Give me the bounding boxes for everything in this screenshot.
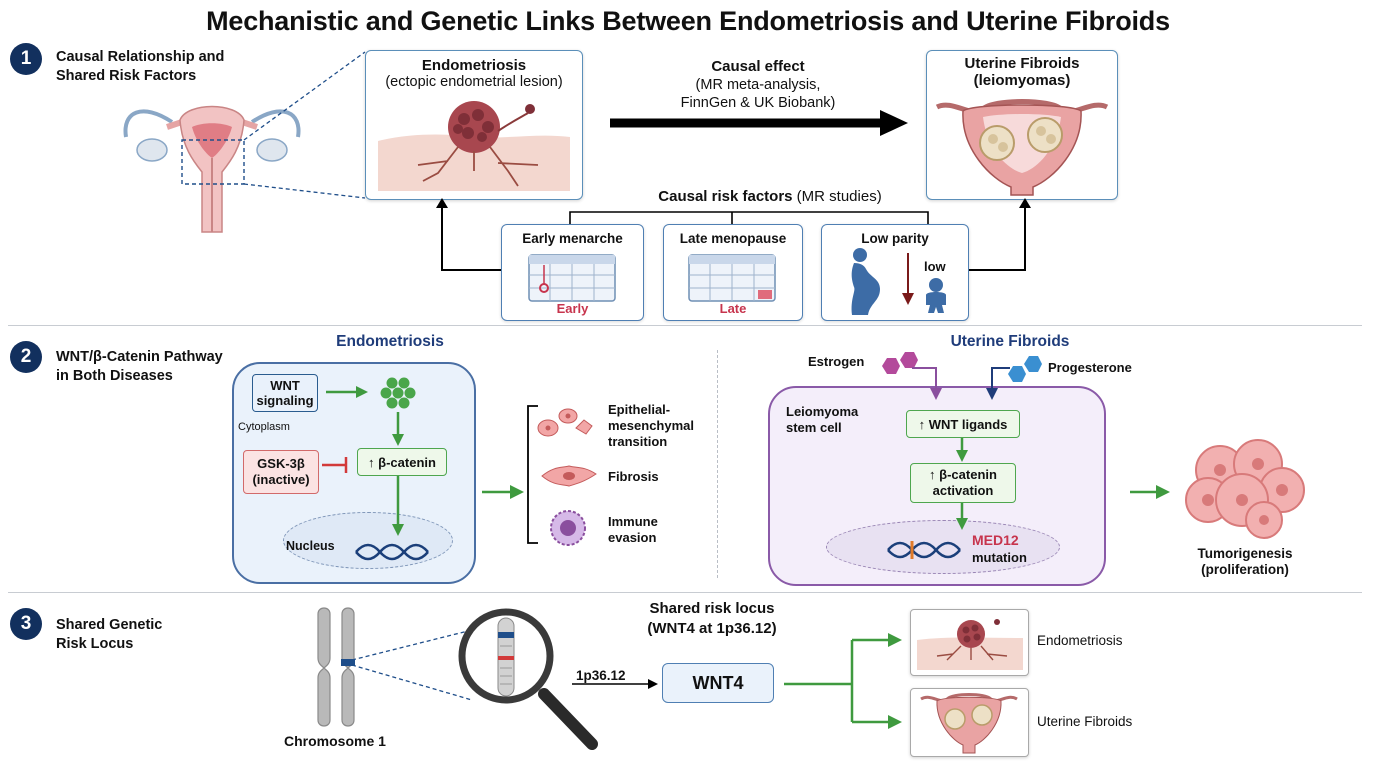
cytoplasm-label: Cytoplasm <box>238 421 290 433</box>
calendar-icon <box>528 254 616 302</box>
progesterone-label: Progesterone <box>1048 360 1132 375</box>
risk-factors-heading-rest: (MR studies) <box>792 188 882 205</box>
fibroid-uterus-icon <box>920 693 1018 754</box>
endometriosis-card: Endometriosis (ectopic endometrial lesio… <box>365 50 583 200</box>
estrogen-molecule-icon <box>882 352 918 374</box>
fibroid-nucleus-outline <box>826 520 1060 574</box>
risk-factor-early-menarche: Early menarche Early <box>501 224 644 321</box>
shared-locus-title: Shared risk locus <box>649 600 775 617</box>
low-parity-caption: low <box>924 259 946 274</box>
page-title: Mechanistic and Genetic Links Between En… <box>206 6 1170 36</box>
section-3-badge: 3 <box>10 608 42 640</box>
risk-factor-caption: Late <box>719 301 747 316</box>
beta-catenin-activation-node: ↑ β-catenin activation <box>910 463 1016 503</box>
beta-catenin-node: ↑ β-catenin <box>357 448 447 476</box>
nucleus-label: Nucleus <box>286 539 335 553</box>
risk-factor-late-menopause: Late menopause Late <box>663 224 803 321</box>
fibroids-card-title: Uterine Fibroids <box>964 55 1080 72</box>
causal-effect-sub-1: (MR meta-analysis, <box>695 77 821 93</box>
outcome-fibrosis-label: Fibrosis <box>608 469 659 484</box>
endometriosis-card-subtitle: (ectopic endometrial lesion) <box>385 74 563 90</box>
baby-icon <box>926 278 946 313</box>
outcome-emt-label: Epithelial- mesenchymal transition <box>608 402 694 449</box>
progesterone-molecule-icon <box>1008 356 1042 382</box>
section-divider-2 <box>8 592 1362 593</box>
result-label-endometriosis: Endometriosis <box>1037 633 1123 648</box>
risk-factor-caption: Early <box>556 301 589 316</box>
estrogen-label: Estrogen <box>808 354 865 369</box>
gsk3b-node: GSK-3β (inactive) <box>243 450 319 494</box>
endometriosis-pathway-heading: Endometriosis <box>336 333 444 350</box>
causal-effect-sub-2: FinnGen & UK Biobank) <box>680 95 836 111</box>
pregnant-woman-icon <box>851 248 880 315</box>
section-3-label: Shared Genetic Risk Locus <box>56 617 163 652</box>
outcome-immune-label: Immune evasion <box>608 514 658 545</box>
fibroid-uterus-icon <box>935 99 1109 196</box>
risk-factor-title: Early menarche <box>522 231 623 246</box>
result-card-uterine-fibroids <box>910 688 1029 757</box>
uterus-anatomy-icon <box>123 105 301 233</box>
section-1-label: Causal Relationship and Shared Risk Fact… <box>56 49 225 84</box>
calendar-icon <box>688 254 776 302</box>
section-1-badge: 1 <box>10 43 42 75</box>
shared-locus-subtitle: (WNT4 at 1p36.12) <box>647 620 777 637</box>
fibroids-card-subtitle: (leiomyomas) <box>973 72 1071 89</box>
section-2-badge: 2 <box>10 341 42 373</box>
section-2-label: WNT/β-Catenin Pathway in Both Diseases <box>56 349 223 384</box>
section-divider-1 <box>8 325 1362 326</box>
wnt-signaling-node: WNT signaling <box>252 374 318 412</box>
endometrial-lesion-icon <box>378 101 570 191</box>
stem-cell-label: Leiomyoma stem cell <box>786 404 859 435</box>
pathway-divider <box>717 350 718 578</box>
magnifier-icon <box>458 608 598 750</box>
causal-effect-title: Causal effect <box>711 58 805 75</box>
tumor-cluster-icon <box>1185 439 1305 539</box>
tumorigenesis-label: Tumorigenesis (proliferation) <box>1197 546 1293 577</box>
risk-factor-title: Late menopause <box>679 231 787 246</box>
endometriosis-card-title: Endometriosis <box>421 57 527 74</box>
risk-factor-low-parity: Low parity low <box>821 224 969 321</box>
down-arrow-icon <box>902 253 914 305</box>
chromosome-icon <box>317 607 355 727</box>
emt-cells-icon <box>537 408 593 437</box>
fibroblast-icon <box>541 465 597 487</box>
result-label-uterine-fibroids: Uterine Fibroids <box>1037 714 1133 729</box>
risk-factor-title: Low parity <box>861 231 929 246</box>
wnt4-gene-node: WNT4 <box>662 663 774 703</box>
endometrial-lesion-icon <box>917 619 1023 670</box>
chromosome-label: Chromosome 1 <box>284 733 386 749</box>
risk-factors-heading: Causal risk factors (MR studies) <box>600 188 940 205</box>
wnt-ligands-node: ↑ WNT ligands <box>906 410 1020 438</box>
risk-factors-heading-bold: Causal risk factors <box>658 188 793 205</box>
uterine-fibroids-card: Uterine Fibroids (leiomyomas) <box>926 50 1118 200</box>
mutation-label: mutation <box>972 550 1027 565</box>
result-card-endometriosis <box>910 609 1029 676</box>
med12-label: MED12 <box>972 532 1019 548</box>
band-label: 1p36.12 <box>576 668 626 683</box>
immune-cell-icon <box>550 510 586 546</box>
fibroids-pathway-heading: Uterine Fibroids <box>950 333 1070 350</box>
